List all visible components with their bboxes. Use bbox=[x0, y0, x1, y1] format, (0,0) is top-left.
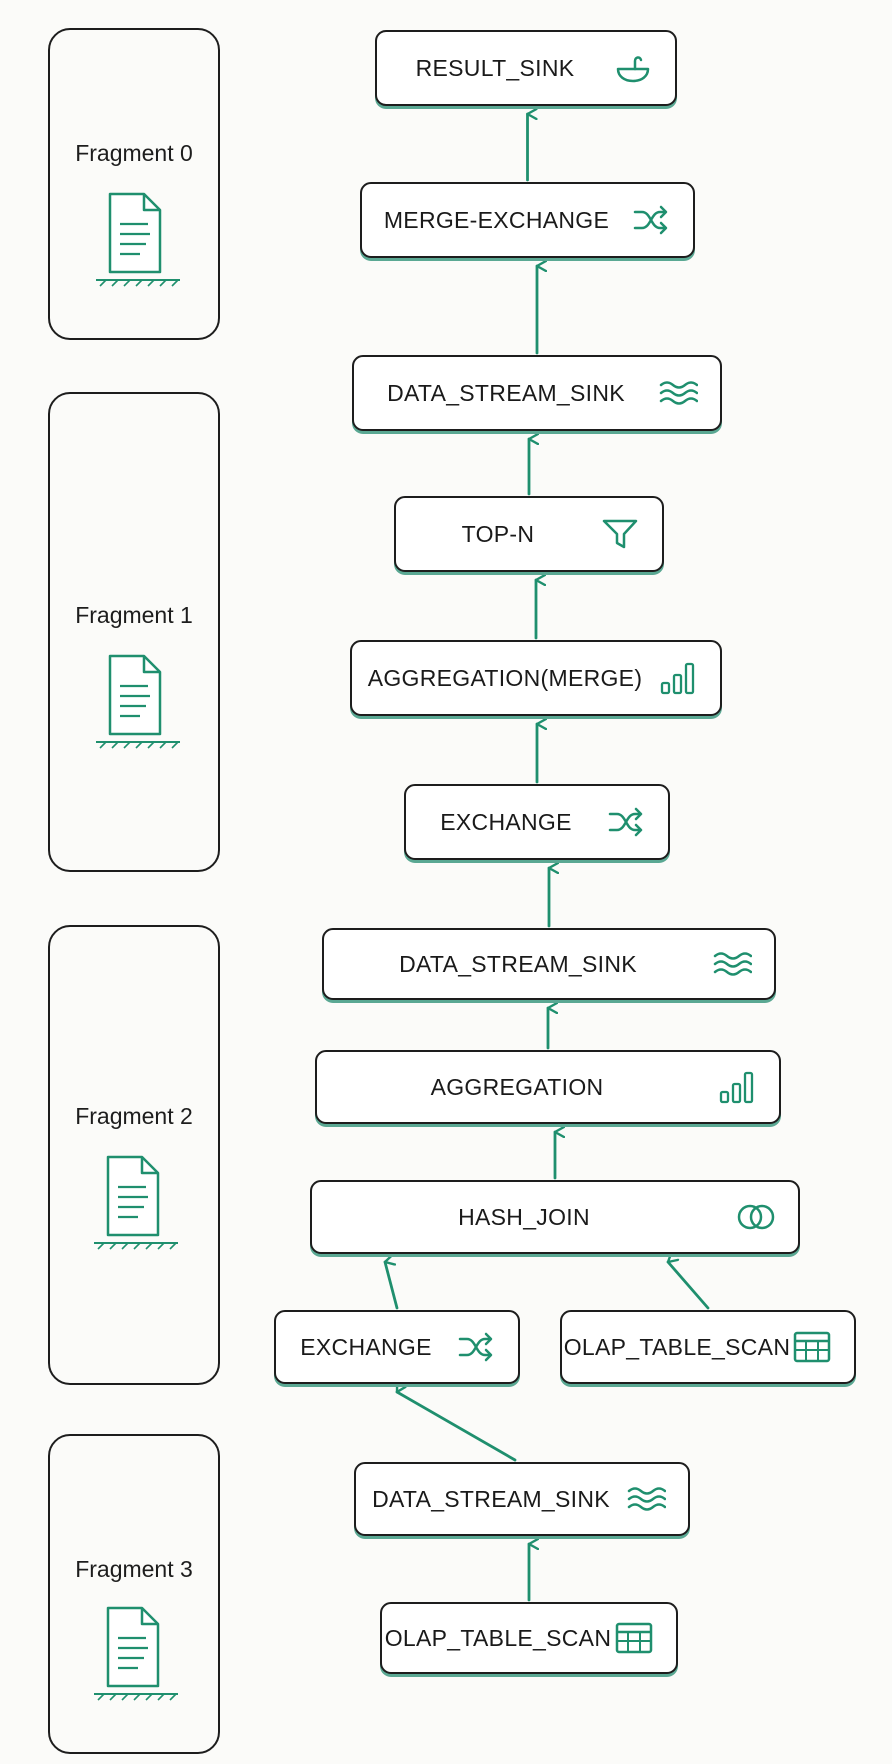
node-data-stream-sink: DATA_STREAM_SINK bbox=[354, 1462, 690, 1536]
fragment-0-label: Fragment 0 bbox=[75, 140, 193, 166]
node-label: AGGREGATION(MERGE) bbox=[367, 664, 643, 691]
document-icon bbox=[80, 1145, 190, 1260]
fragment-2-box: Fragment 2 bbox=[48, 925, 220, 1385]
node-data-stream-sink: DATA_STREAM_SINK bbox=[352, 355, 722, 431]
node-label: AGGREGATION bbox=[430, 1073, 604, 1100]
document-icon bbox=[80, 1596, 190, 1711]
node-label: OLAP_TABLE_SCAN bbox=[384, 1624, 612, 1651]
node-label: EXCHANGE bbox=[440, 808, 572, 835]
node-label: EXCHANGE bbox=[300, 1333, 432, 1360]
node-label: DATA_STREAM_SINK bbox=[387, 379, 625, 406]
fragment-0-box: Fragment 0 bbox=[48, 28, 220, 340]
node-aggregation: AGGREGATION bbox=[315, 1050, 781, 1124]
waves-icon bbox=[712, 947, 752, 981]
node-exchange: EXCHANGE bbox=[404, 784, 670, 860]
bar-chart-icon bbox=[658, 661, 698, 695]
funnel-icon bbox=[600, 517, 640, 551]
shuffle-icon bbox=[606, 805, 646, 839]
table-icon bbox=[614, 1621, 654, 1655]
node-olap-table-scan: OLAP_TABLE_SCAN bbox=[560, 1310, 856, 1384]
fragment-1-box: Fragment 1 bbox=[48, 392, 220, 872]
node-label: HASH_JOIN bbox=[458, 1203, 590, 1230]
table-icon bbox=[792, 1330, 832, 1364]
node-result-sink: RESULT_SINK bbox=[375, 30, 677, 106]
node-label: TOP-N bbox=[461, 520, 535, 547]
node-label: DATA_STREAM_SINK bbox=[372, 1485, 610, 1512]
node-data-stream-sink: DATA_STREAM_SINK bbox=[322, 928, 776, 1000]
fragment-2-label: Fragment 2 bbox=[75, 1103, 193, 1129]
node-merge-exchange: MERGE-EXCHANGE bbox=[360, 182, 695, 258]
node-hash-join: HASH_JOIN bbox=[310, 1180, 800, 1254]
document-icon bbox=[82, 182, 192, 297]
node-aggregation-merge: AGGREGATION(MERGE) bbox=[350, 640, 722, 716]
shuffle-icon bbox=[631, 203, 671, 237]
sink-bowl-icon bbox=[613, 51, 653, 85]
node-label: MERGE-EXCHANGE bbox=[383, 206, 610, 233]
node-top-n: TOP-N bbox=[394, 496, 664, 572]
node-label: DATA_STREAM_SINK bbox=[399, 950, 637, 977]
fragment-1-label: Fragment 1 bbox=[75, 602, 193, 628]
node-label: RESULT_SINK bbox=[415, 54, 575, 81]
fragment-3-box: Fragment 3 bbox=[48, 1434, 220, 1754]
fragment-3-label: Fragment 3 bbox=[75, 1556, 193, 1582]
node-exchange: EXCHANGE bbox=[274, 1310, 520, 1384]
join-circles-icon bbox=[736, 1200, 776, 1234]
bar-chart-icon bbox=[717, 1070, 757, 1104]
edge-data-stream-sink-3-to-exchange-2 bbox=[395, 1392, 517, 1462]
edge-olap-table-scan-1-to-hash-join bbox=[666, 1262, 710, 1310]
waves-icon bbox=[626, 1482, 666, 1516]
waves-icon bbox=[658, 376, 698, 410]
edge-exchange-2-to-hash-join bbox=[383, 1262, 399, 1310]
node-label: OLAP_TABLE_SCAN bbox=[563, 1333, 791, 1360]
node-olap-table-scan: OLAP_TABLE_SCAN bbox=[380, 1602, 678, 1674]
document-icon bbox=[82, 644, 192, 759]
shuffle-icon bbox=[456, 1330, 496, 1364]
